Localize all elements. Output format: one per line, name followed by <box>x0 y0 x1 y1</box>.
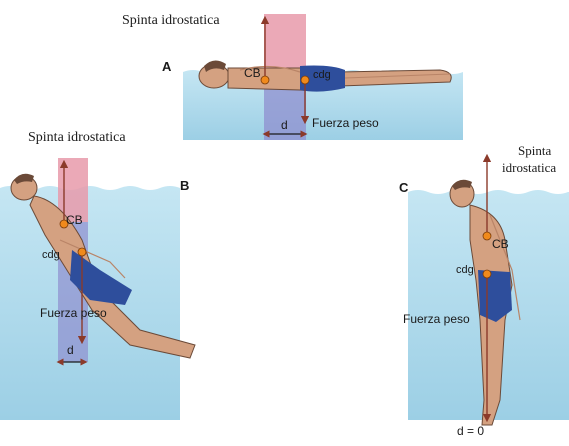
panel-letter-c: C <box>399 180 408 195</box>
buoyancy-label-c-line1: Spinta <box>518 143 551 159</box>
cb-label-b: CB <box>66 213 83 227</box>
buoyancy-column-a <box>264 14 306 74</box>
cdg-point-a <box>301 76 309 84</box>
d-label-a: d <box>281 118 288 132</box>
cdg-point-c <box>483 270 491 278</box>
panel-letter-b: B <box>180 178 189 193</box>
cdg-label-c: cdg <box>456 264 474 276</box>
cb-point-c <box>483 232 491 240</box>
cb-point-a <box>261 76 269 84</box>
buoyancy-label-b: Spinta idrostatica <box>28 130 126 146</box>
panel-c <box>408 158 569 425</box>
cdg-point-b <box>78 248 86 256</box>
d-label-b: d <box>67 343 74 357</box>
weight-label-c: Fuerza peso <box>403 312 470 326</box>
panel-letter-a: A <box>162 59 171 74</box>
cdg-label-a: cdg <box>313 69 331 81</box>
cb-label-a: CB <box>244 66 261 80</box>
cb-label-c: CB <box>492 237 509 251</box>
weight-label-b: Fuerza peso <box>40 306 107 320</box>
buoyancy-label-c-line2: idrostatica <box>502 160 556 176</box>
buoyancy-label-a: Spinta idrostatica <box>122 13 220 29</box>
weight-label-a: Fuerza peso <box>312 116 379 130</box>
cdg-label-b: cdg <box>42 249 60 261</box>
panel-b <box>0 158 195 420</box>
d-label-c: d = 0 <box>457 424 484 438</box>
